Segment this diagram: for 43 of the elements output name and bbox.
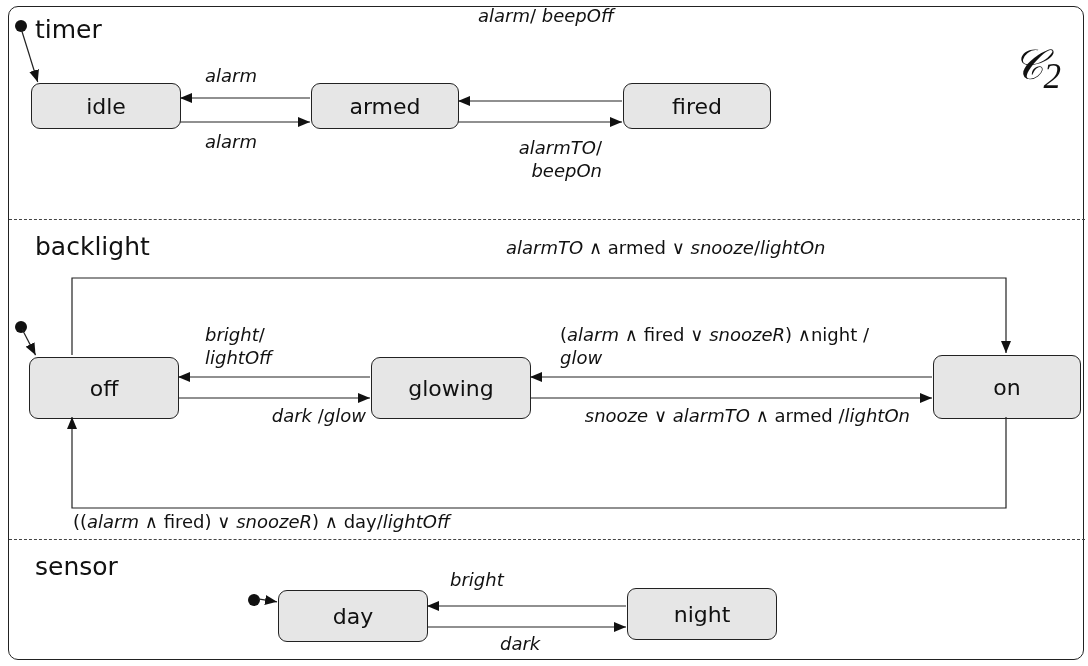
edge-label: ((alarm ∧ fired) ∨ snoozeR) ∧ day/lightOff xyxy=(73,510,453,534)
transition-arrow xyxy=(21,328,37,356)
edge-label: (alarm ∧ fired ∨ snoozeR) ∧night / glow xyxy=(560,323,870,370)
state-box: off xyxy=(29,357,179,419)
transition-arrow xyxy=(457,96,623,106)
transition-arrow xyxy=(529,393,933,403)
initial-state-dot xyxy=(248,594,260,606)
state-box: night xyxy=(627,588,777,640)
edge-label: alarmTO ∧ armed ∨ snooze/lightOn xyxy=(506,236,827,260)
transition-arrow xyxy=(179,117,311,127)
state-box: fired xyxy=(623,83,771,129)
edge-label: bright xyxy=(450,568,506,592)
state-box: day xyxy=(278,590,428,642)
edge-label: bright/ lightOff xyxy=(205,323,275,370)
edge-label: dark xyxy=(500,632,542,656)
statechart-frame xyxy=(8,6,1084,660)
transition-arrow xyxy=(71,277,1011,356)
transition-arrow xyxy=(457,117,623,127)
transition-arrow xyxy=(177,372,371,382)
state-box: glowing xyxy=(371,357,531,419)
edge-label: alarm/ beepOff xyxy=(478,4,617,28)
transition-arrow xyxy=(426,601,627,611)
edge-label: snooze ∨ alarmTO ∧ armed /lightOn xyxy=(583,404,910,428)
region-title: timer xyxy=(35,15,102,44)
state-box: idle xyxy=(31,83,181,129)
transition-arrow xyxy=(20,29,39,83)
region-title: sensor xyxy=(35,552,118,581)
transition-arrow xyxy=(257,595,278,605)
initial-state-dot xyxy=(15,20,27,32)
state-box: on xyxy=(933,355,1081,419)
edge-label: dark /glow xyxy=(270,404,366,428)
transition-arrow xyxy=(426,622,627,632)
state-box: armed xyxy=(311,83,459,129)
edge-label: alarm xyxy=(205,64,258,88)
edge-label: alarm xyxy=(205,130,258,154)
transition-arrow xyxy=(179,93,311,103)
transition-arrow xyxy=(67,416,1007,509)
transition-arrow xyxy=(177,393,371,403)
initial-state-dot xyxy=(15,321,27,333)
region-title: backlight xyxy=(35,232,150,261)
transition-arrow xyxy=(529,372,933,382)
chart-title: 𝒞$_{2}$ xyxy=(1012,41,1061,98)
edge-label: alarmTO/ beepOn xyxy=(517,136,602,183)
